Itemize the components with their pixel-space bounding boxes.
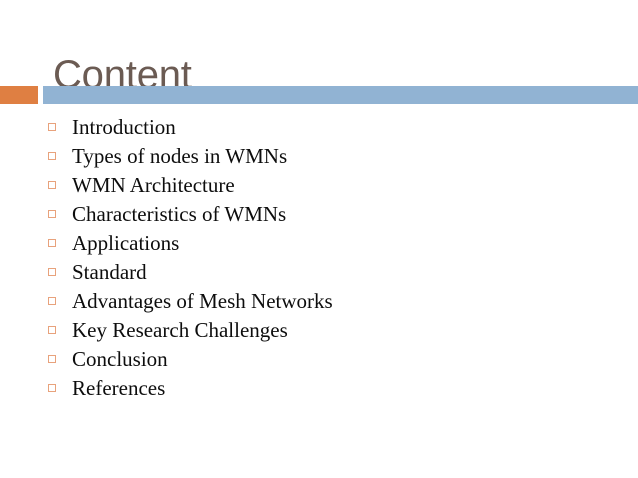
list-item: References — [47, 373, 618, 402]
square-bullet-icon — [48, 355, 56, 363]
list-item: Introduction — [47, 112, 618, 141]
square-bullet-icon — [48, 152, 56, 160]
square-bullet-icon — [48, 123, 56, 131]
list-item: Characteristics of WMNs — [47, 199, 618, 228]
list-item-label: Characteristics of WMNs — [72, 201, 287, 226]
square-bullet-icon — [48, 239, 56, 247]
square-bullet-icon — [48, 268, 56, 276]
square-bullet-icon — [48, 384, 56, 392]
square-bullet-icon — [48, 181, 56, 189]
list-item-label: References — [72, 375, 166, 400]
content-outline-list: Introduction Types of nodes in WMNs WMN … — [47, 112, 618, 402]
list-item: Key Research Challenges — [47, 315, 618, 344]
list-item: Types of nodes in WMNs — [47, 141, 618, 170]
title-rule-main — [43, 86, 638, 104]
square-bullet-icon — [48, 326, 56, 334]
list-item: WMN Architecture — [47, 170, 618, 199]
title-rule-accent — [0, 86, 38, 104]
square-bullet-icon — [48, 210, 56, 218]
list-item-label: Advantages of Mesh Networks — [72, 288, 333, 313]
list-item-label: WMN Architecture — [72, 172, 235, 197]
square-bullet-icon — [48, 297, 56, 305]
list-item: Advantages of Mesh Networks — [47, 286, 618, 315]
list-item-label: Conclusion — [72, 346, 168, 371]
list-item: Conclusion — [47, 344, 618, 373]
list-item-label: Types of nodes in WMNs — [72, 143, 288, 168]
list-item-label: Key Research Challenges — [72, 317, 288, 342]
list-item: Standard — [47, 257, 618, 286]
list-item-label: Standard — [72, 259, 147, 284]
list-item-label: Introduction — [72, 114, 176, 139]
list-item: Applications — [47, 228, 618, 257]
list-item-label: Applications — [72, 230, 180, 255]
